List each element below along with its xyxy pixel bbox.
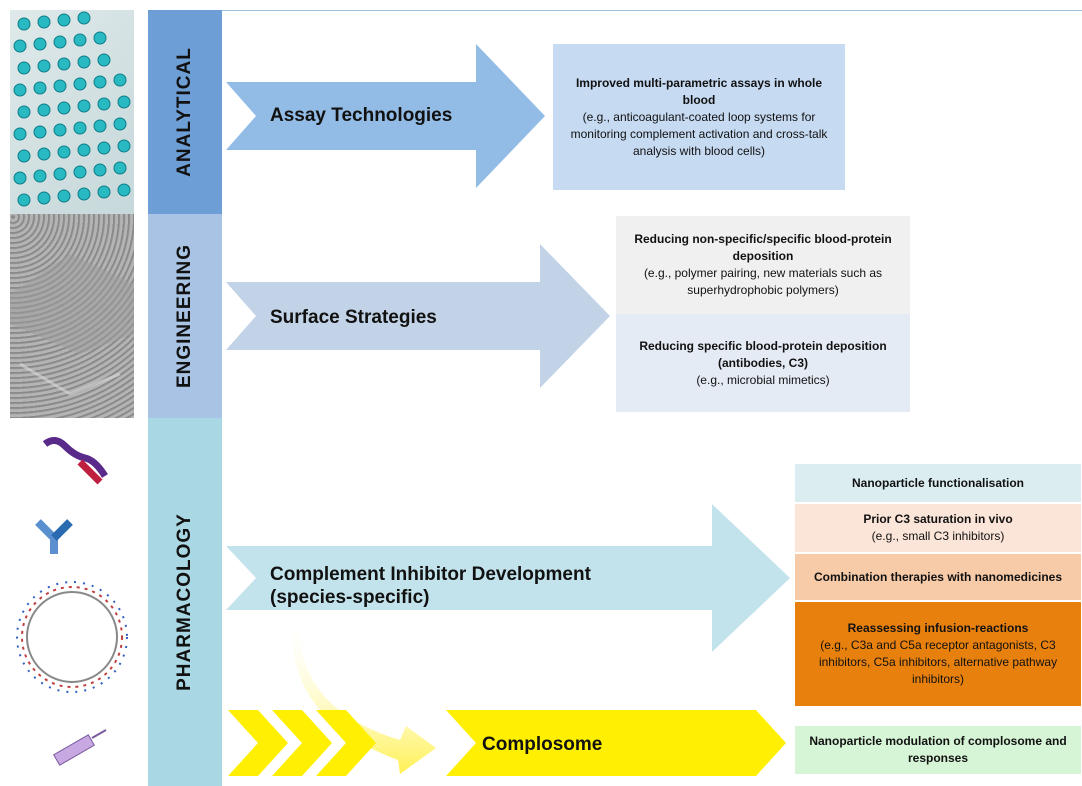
chevron-3-icon (316, 710, 376, 776)
pharm-box-reassessing: Reassessing infusion-reactions (e.g., C3… (795, 602, 1081, 706)
surface-box-1: Reducing non-specific/specific blood-pro… (616, 216, 910, 314)
antibody-icon (35, 519, 73, 554)
assay-box: Improved multi-parametric assays in whol… (553, 44, 845, 190)
assay-box-detail: (e.g., anticoagulant-coated loop systems… (570, 109, 828, 158)
complosome-box: Nanoparticle modulation of complosome an… (795, 726, 1081, 774)
pharm-box-c3-saturation: Prior C3 saturation in vivo (e.g., small… (795, 504, 1081, 552)
analytical-band: ANALYTICAL (148, 10, 222, 214)
surface-arrow (226, 244, 610, 388)
syringe-icon (52, 729, 107, 766)
surface-micrograph-image (10, 214, 134, 418)
pharmacology-band: PHARMACOLOGY (148, 418, 222, 786)
chevron-2-icon (272, 710, 332, 776)
surface-box-1-detail: (e.g., polymer pairing, new materials su… (643, 266, 883, 297)
molecule-images (10, 422, 134, 782)
assay-box-title: Improved multi-parametric assays in whol… (575, 75, 823, 107)
pharm-box-c3-detail: (e.g., small C3 inhibitors) (871, 529, 1005, 543)
pharm-box-nanoparticle: Nanoparticle functionalisation (795, 464, 1081, 502)
pharm-box-reassessing-detail: (e.g., C3a and C5a receptor antagonists,… (818, 638, 1058, 686)
assay-technologies-label: Assay Technologies (270, 105, 453, 126)
surface-strategies-label: Surface Strategies (270, 307, 437, 328)
chevron-1-icon (228, 710, 288, 776)
inhibitor-label-line1: Complement Inhibitor Development (270, 564, 591, 585)
pharm-box-combination: Combination therapies with nanomedicines (795, 554, 1081, 600)
pharm-box-combination-title: Combination therapies with nanomedicines (813, 569, 1063, 584)
well-plate-image (10, 10, 134, 214)
protein-helix-icon (42, 437, 108, 485)
pharm-box-reassessing-title: Reassessing infusion-reactions (847, 621, 1029, 635)
assay-arrow (226, 44, 545, 188)
pharm-box-c3-title: Prior C3 saturation in vivo (863, 512, 1013, 526)
pharm-box-nanoparticle-title: Nanoparticle functionalisation (851, 475, 1025, 490)
cyclic-peptide-icon (16, 581, 128, 693)
complosome-arrow (446, 710, 786, 776)
inhibitor-arrow (226, 504, 790, 652)
surface-box-1-title: Reducing non-specific/specific blood-pro… (634, 232, 892, 263)
curved-transition-arrow (291, 628, 436, 774)
surface-box-2: Reducing specific blood-protein depositi… (616, 314, 910, 412)
inhibitor-development-label: Complement Inhibitor Development (specie… (270, 563, 591, 609)
inhibitor-label-line2: (species-specific) (270, 587, 430, 608)
frame-top-line (222, 10, 1082, 11)
complosome-box-title: Nanoparticle modulation of complosome an… (809, 734, 1067, 765)
engineering-band: ENGINEERING (148, 214, 222, 418)
surface-box-2-detail: (e.g., microbial mimetics) (696, 372, 830, 387)
complosome-label: Complosome (482, 734, 603, 755)
surface-box-2-title: Reducing specific blood-protein depositi… (639, 338, 887, 370)
